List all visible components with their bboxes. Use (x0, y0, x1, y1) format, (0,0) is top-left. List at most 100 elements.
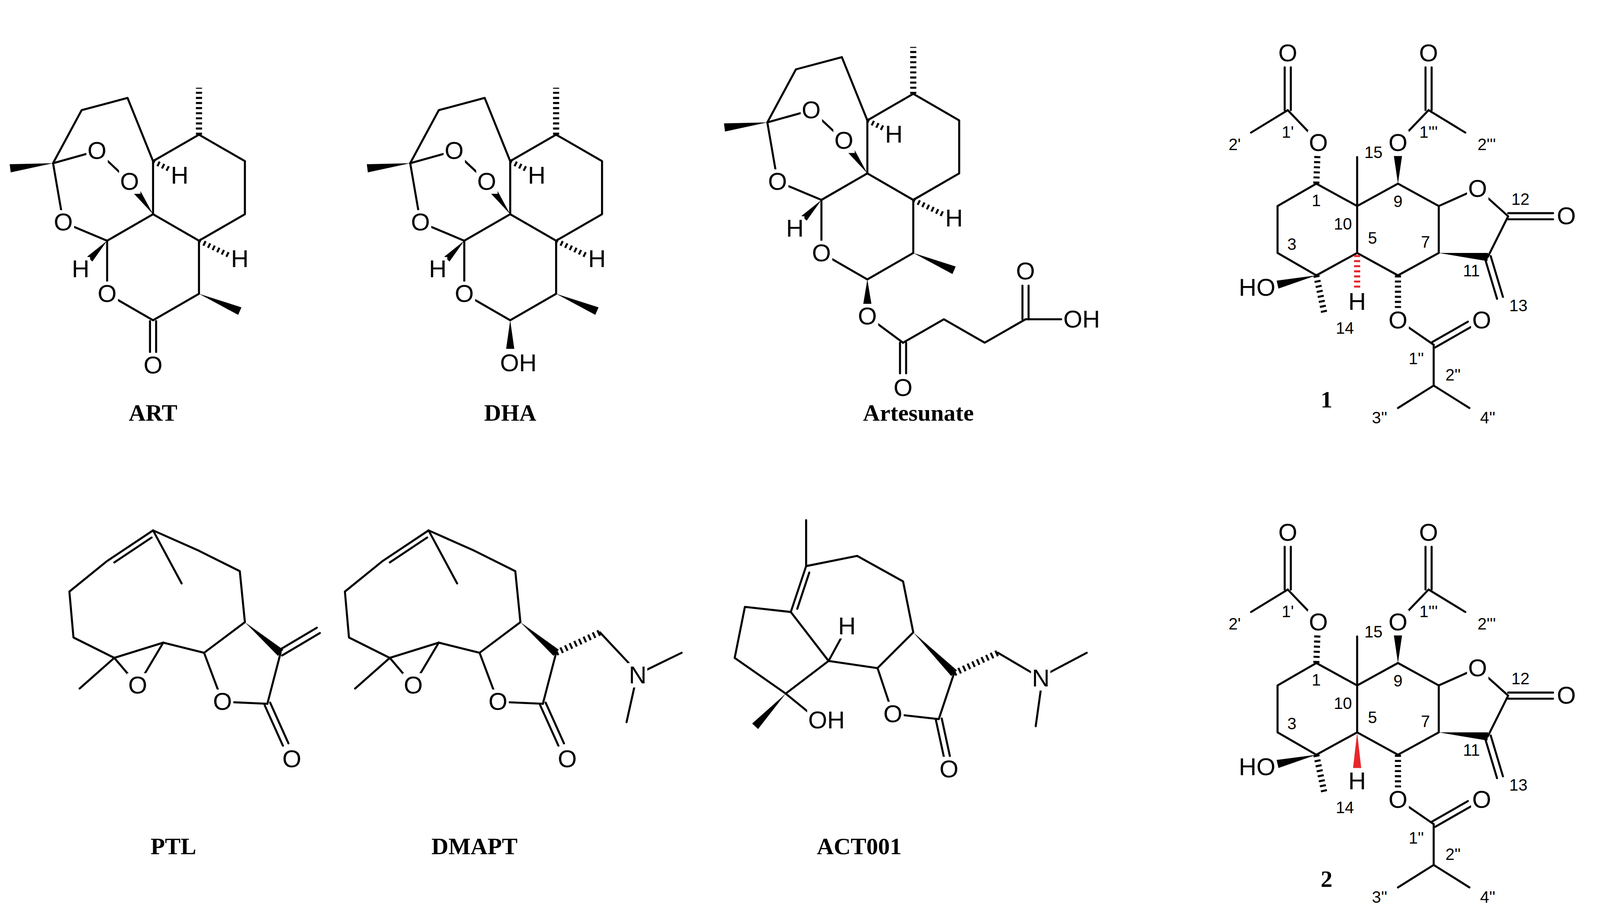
atom-number: 1''' (1418, 124, 1439, 141)
bond-line (953, 653, 998, 674)
atom-label: O (892, 375, 914, 400)
atom-number: 1 (1310, 672, 1322, 689)
ptl-structure (69, 530, 320, 747)
atom-label: O (1307, 610, 1329, 635)
atom-number: 2'' (1444, 847, 1462, 864)
compound-skeleton (1251, 546, 1554, 888)
artesunate-skeleton (723, 46, 960, 280)
atom-number: 2''' (1476, 616, 1497, 633)
compound-name: 1 (1319, 388, 1334, 412)
atom-number: 12 (1510, 191, 1531, 209)
atom-label: H (884, 122, 905, 147)
atom-number: 2''' (1476, 136, 1497, 154)
atom-label: H (70, 257, 91, 282)
atom-label: HO (1237, 275, 1277, 300)
atom-label: O (453, 281, 475, 307)
atom-label: N (1030, 666, 1051, 691)
compound-name: 2 (1319, 867, 1334, 892)
atom-label: O (127, 673, 149, 698)
bond-line (148, 320, 152, 354)
dmapt-structure (344, 530, 682, 747)
atom-number: 15 (1363, 144, 1384, 162)
bond-line (875, 322, 903, 343)
act001-structure (734, 520, 1087, 758)
atom-label: H (427, 257, 448, 282)
atom-number: 3'' (1370, 410, 1389, 427)
bond-line (1354, 255, 1361, 289)
atom-label: O (833, 128, 855, 153)
atom-label: O (476, 169, 498, 194)
atom-label: O (402, 673, 424, 698)
bond-line (797, 572, 810, 609)
atom-label: O (810, 240, 833, 265)
bond-line (785, 693, 809, 713)
bond-line (1050, 653, 1087, 673)
bond-line (1021, 285, 1024, 320)
atom-label: H (785, 216, 806, 241)
atom-label: OH (1062, 306, 1101, 332)
atom-label: H (836, 614, 857, 639)
atom-number: 9 (1392, 193, 1404, 211)
bond-line (1035, 689, 1041, 727)
bond-line (1027, 285, 1030, 320)
dha-structure (366, 87, 603, 350)
atom-label: O (86, 138, 108, 163)
wedge-bond (752, 693, 786, 730)
atom-label: O (211, 689, 234, 715)
atom-label: O (556, 746, 579, 772)
atom-number: 14 (1334, 800, 1355, 817)
compound-name: ART (127, 401, 179, 425)
bond-line (899, 342, 902, 374)
compound-2-structure (1251, 546, 1554, 888)
atom-label: H (1347, 769, 1368, 794)
bond-line (600, 632, 631, 666)
compound-name: PTL (149, 835, 198, 859)
ptl-skeleton (69, 530, 289, 747)
bond-line (155, 320, 158, 354)
atom-label: O (409, 210, 432, 235)
wedge-bond (790, 556, 914, 669)
atom-label: H (526, 163, 547, 188)
atom-number: 2'' (1444, 367, 1462, 384)
atom-number: 10 (1332, 216, 1354, 233)
bond-line (941, 718, 950, 757)
atom-number: 5 (1366, 710, 1378, 727)
compound-name: Artesunate (862, 401, 976, 425)
bond-line (904, 342, 908, 374)
atom-label: O (96, 281, 118, 307)
atom-number: 3 (1286, 236, 1298, 254)
wedge-bond (506, 320, 515, 350)
atom-label: H (586, 246, 607, 272)
bond-line (828, 638, 841, 662)
atom-number: 9 (1392, 673, 1404, 690)
atom-label: O (1471, 787, 1493, 813)
atom-number: 4'' (1478, 410, 1497, 427)
atom-label: O (1277, 520, 1299, 545)
atom-number: 4'' (1478, 889, 1497, 907)
bond-line (1025, 318, 1062, 321)
atom-label: N (627, 663, 648, 688)
bond-line (646, 653, 682, 671)
atom-label: O (1467, 176, 1489, 201)
atom-number: 10 (1332, 695, 1354, 713)
atom-label: O (1471, 308, 1493, 333)
atom-label: O (938, 756, 960, 782)
atom-label: HO (1237, 755, 1277, 780)
compound-name: DHA (483, 401, 538, 425)
atom-number: 13 (1508, 298, 1529, 315)
atom-label: O (1418, 40, 1440, 65)
compound-skeleton (1251, 67, 1554, 409)
bond-line (903, 319, 1026, 343)
atom-number: 7 (1419, 234, 1431, 251)
atom-label: O (1387, 610, 1409, 635)
atom-number: 3'' (1370, 889, 1389, 907)
atom-number: 1 (1310, 192, 1322, 210)
atom-number: 1' (1280, 124, 1295, 141)
atom-label: O (1555, 683, 1578, 708)
compound-name: ACT001 (815, 835, 903, 859)
bond-line (938, 673, 955, 720)
wedge-bond (913, 632, 957, 677)
atom-label: H (169, 163, 190, 188)
bond-line (805, 520, 808, 567)
